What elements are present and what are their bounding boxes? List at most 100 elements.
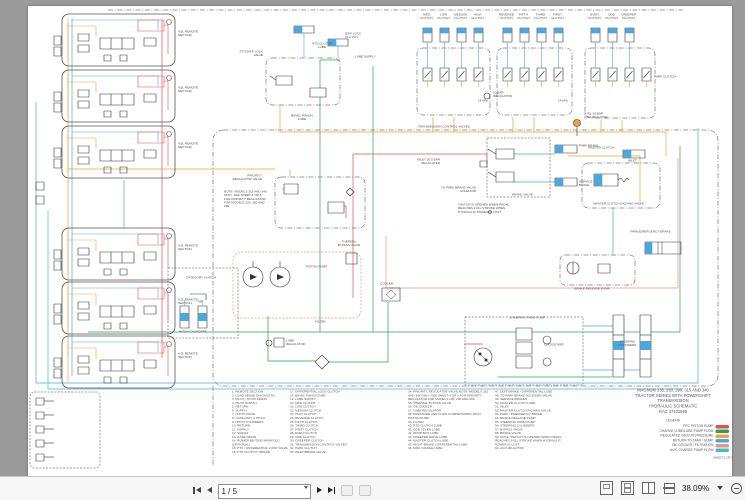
continuous-view-button[interactable] [621,481,634,495]
zoom-out-button[interactable] [731,482,743,494]
even-clutch-label: EVEN CLUTCH [588,13,601,21]
parts-list-item: 4. PILOT SUPPLY [232,401,258,405]
high-clutch-label: HIGH CLUTCH [471,13,484,21]
parts-list-item: 30. CREEPER CLUTCH [290,439,324,443]
parts-list-item: 7. HITCH VALVE [232,412,256,417]
parts-list-item: 57. BYPASS VALVE [495,427,523,432]
parts-list-item: 60. ACCUMULATOR [495,446,524,451]
parts-list-item: 37. LUBE REGULATOR [408,408,442,413]
kpa-label: 14 kPa [558,99,568,103]
parts-list-item: 38. PRESSURE AND FLOW COMPENSATED (PFC) … [408,412,481,420]
filter-label: FILTER [315,320,326,324]
steering-hand-pump-label: STEERING HAND PUMP [510,316,546,320]
legend-label: OIL COOLER / FILTRATION [671,443,714,448]
fit-width-button[interactable] [663,482,675,494]
triangle-right-icon [316,487,322,493]
last-page-icon [333,486,335,494]
parts-list-item: 35. THERMAL BYPASS VALVE [408,401,452,405]
legend-swatch [715,424,729,429]
two-page-view-button[interactable] [642,482,655,494]
to-park-brake-label: TO PARK BRAKE VALVE SOLENOID [440,186,476,194]
first-page-button[interactable] [193,486,201,494]
parts-list-item: 12. SIGNAL [232,431,249,436]
legend-swatch [715,439,729,443]
legend-swatch [715,448,729,453]
next-view-button[interactable] [359,484,371,496]
low-clutch-label: LOW CLUTCH [437,13,450,21]
next-page-button[interactable] [316,487,322,493]
previous-page-button[interactable] [206,487,212,493]
parts-list-item: 52. MASTER CLUTCH INCHING VALVE [495,408,551,413]
legend-entry: CHARGE LUBE/LUBE PUMP FLOW [612,429,734,434]
park-clutch-label: PARK CLUTCH [654,75,676,79]
category-hitch-label: CATEGORY II HITCH [186,276,216,280]
parts-list-item: 15. PTO / DIFFERENTIAL LOCK VALVE [232,446,288,451]
parts-list-item: 27. FIRST CLUTCH [290,427,318,432]
parts-list-item: 29. ODD CLUTCH [290,435,316,439]
parts-list-item: 59. NOTE: SWITCH IS OPENED WHEN PEDAL RE… [495,435,562,447]
parts-list-item: 14. POWER BEYOND MANIFOLD (OPTIONAL) [232,439,280,447]
switch-note-label: SWITCH IS OPENED WHEN PEDAL REACHES FULL… [458,203,510,214]
parts-list-item: 42. DROP BOX LUBE [408,431,439,436]
legend-label: PFC PISTON PUMP [683,424,714,429]
single-page-view-button[interactable] [600,481,613,495]
legend-entry: RETURN TO TANK / SUMP [612,438,734,443]
legend-entry: PFC PISTON PUMP [612,424,734,429]
legend-title: LEGEND [665,419,681,423]
legend-entry: REGULATED CIRCUIT PRESSURE [612,434,734,439]
parts-list-item: 41. ODD / EVEN LUBE [408,427,440,432]
crossover-label: CROSSOVER [544,343,564,347]
parts-list-item: 6. SUPPLY [232,408,248,413]
parts-list-item: 20. MFD CLUTCH [290,401,316,405]
cooler-label: COOLER [380,282,394,286]
viewer-toolbar: 38.09% [0,476,745,500]
parts-list-item: 56. STEERING CYLINDERS [495,424,535,428]
title-line: HYDRAULIC SCHEMATIC [648,403,698,409]
diff-lock-clutch-label: DIFF LOCK CLUTCH [345,32,362,40]
parts-list-item: 51. INLET [495,405,509,409]
page-navigation [193,481,371,499]
parts-list-column-3: 34. PRIORITY REGULATOR VALVE NOTE: MODEL… [408,390,493,451]
parts-list-item: 44. MASTER CLUTCH LUBE [408,439,449,443]
parts-list-item: 55. STEERING HAND PUMP [495,420,536,424]
title-line: MAGNUM 235, 260, 290, 315 AND 340 [637,388,709,393]
legend-swatch [715,434,729,438]
parts-list-item: 11. SUPPLY [232,427,249,432]
sheet-number: SHEET 1 OF 5 [713,456,733,460]
page-dropdown-icon[interactable] [303,486,308,489]
triangle-right-icon [327,487,333,493]
priority-note-label: NOTE: MODELS 315 AND 340 ONLY. SEE SHEET… [224,190,267,209]
last-page-button[interactable] [327,486,335,494]
medium-clutch-label: MEDIUM CLUTCH [454,13,467,21]
remote-section-label: 4.5L REMOTE SECTION [178,352,199,360]
master-clutch-label: MASTER CLUTCH [588,146,615,150]
inlet-regulated-label: INLET 20.5 BAR REGULATED [417,158,440,166]
remote-section-label: 4.5L REMOTE SECTION [178,86,199,94]
parts-list-item: 13. CASE DRAIN [232,435,257,439]
page-number-input[interactable] [217,484,311,499]
park-brake-label: PARK BRAKE [579,144,599,148]
parts-list-item: 33. INLET/BRAKE VALVE [290,450,326,455]
previous-view-button[interactable] [341,484,353,496]
master-clutch-inching-valve-label: MASTER CLUTCH INCHING VALVE [593,202,644,206]
legend-swatch [715,429,729,434]
schematic-drawing [29,9,719,469]
lube-regulator-label: LUBE REGULATOR [286,339,305,347]
parts-list-item: 22. MEDIUM CLUTCH [290,408,322,413]
parts-list-item: 39. FILTER [408,420,424,424]
parts-list-item: 19. LUBE SUPPLY [290,397,317,402]
legend-label: CHARGE LUBE/LUBE PUMP FLOW [659,429,714,433]
lube-supply-label: LUBE SUPPLY [355,55,376,59]
parts-list-item: 48. TO PARK BRAKE SOLENOID VALVE [495,393,552,398]
legend-label: AUX. CHARGE PUMP FLOW [669,448,714,453]
parts-list-item: 25. FIFTH CLUTCH [290,420,318,424]
remote-section-label: 4.5L REMOTE SECTION [178,244,199,252]
remote-section-label: 4.5L REMOTE SECTION [178,142,199,150]
zoom-dropdown-icon[interactable] [717,486,724,490]
parts-list-item: 24. REVERSE CLUTCH [290,416,324,420]
service-brake-label: SERVICE BRAKE [579,180,593,188]
parts-list-item: 9. HITCH CYLINDERS [232,420,264,424]
parts-list-item: 43. CREEPER DRIVE LUBE [408,435,448,439]
